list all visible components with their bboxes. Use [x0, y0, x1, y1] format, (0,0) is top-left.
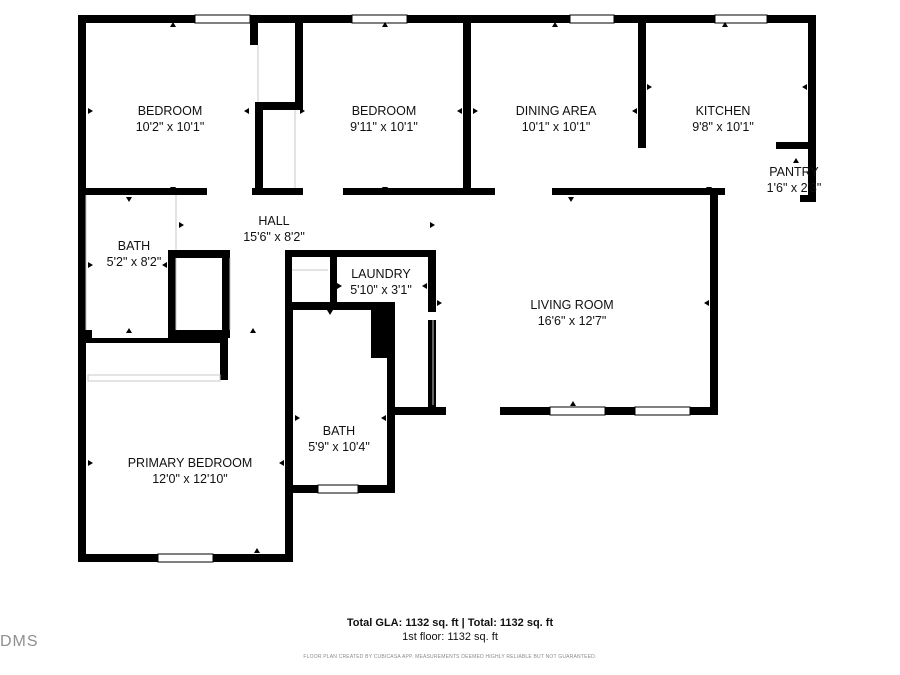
floor-plan: BEDROOM 10'2" x 10'1" BEDROOM 9'11" x 10… — [78, 14, 822, 563]
room-name-living-room: LIVING ROOM — [530, 298, 613, 312]
room-name-laundry: LAUNDRY — [351, 267, 411, 281]
walls — [78, 15, 816, 562]
dms-logo: DMS — [0, 633, 39, 650]
room-dims-bath-2: 5'9" x 10'4" — [308, 440, 370, 454]
floor-area-summary: 1st floor: 1132 sq. ft — [402, 631, 498, 643]
room-name-pantry: PANTRY — [769, 165, 819, 179]
room-dims-pantry: 1'6" x 2'3" — [767, 181, 822, 195]
room-dims-dining-area: 10'1" x 10'1" — [522, 120, 591, 134]
room-name-bath-2: BATH — [323, 424, 355, 438]
room-name-kitchen: KITCHEN — [696, 104, 751, 118]
room-name-hall: HALL — [258, 214, 289, 228]
door-openings — [85, 45, 800, 415]
room-name-bath-1: BATH — [118, 239, 150, 253]
room-dims-bedroom-1: 10'2" x 10'1" — [136, 120, 205, 134]
room-dims-hall: 15'6" x 8'2" — [243, 230, 305, 244]
room-dims-laundry: 5'10" x 3'1" — [350, 283, 412, 297]
dimension-markers — [88, 22, 807, 553]
total-area-summary: Total GLA: 1132 sq. ft | Total: 1132 sq.… — [346, 617, 554, 629]
windows — [157, 14, 768, 563]
room-dims-primary-bedroom: 12'0" x 12'10" — [152, 472, 228, 486]
room-name-dining-area: DINING AREA — [516, 104, 597, 118]
room-name-bedroom-2: BEDROOM — [352, 104, 417, 118]
room-dims-bedroom-2: 9'11" x 10'1" — [350, 120, 418, 134]
room-dims-living-room: 16'6" x 12'7" — [538, 314, 607, 328]
room-dims-kitchen: 9'8" x 10'1" — [692, 120, 754, 134]
disclaimer-text: FLOOR PLAN CREATED BY CUBICASA APP. MEAS… — [303, 654, 597, 660]
room-dims-bath-1: 5'2" x 8'2" — [107, 255, 162, 269]
room-labels: BEDROOM 10'2" x 10'1" BEDROOM 9'11" x 10… — [107, 104, 822, 486]
room-name-bedroom-1: BEDROOM — [138, 104, 203, 118]
room-name-primary-bedroom: PRIMARY BEDROOM — [128, 456, 253, 470]
